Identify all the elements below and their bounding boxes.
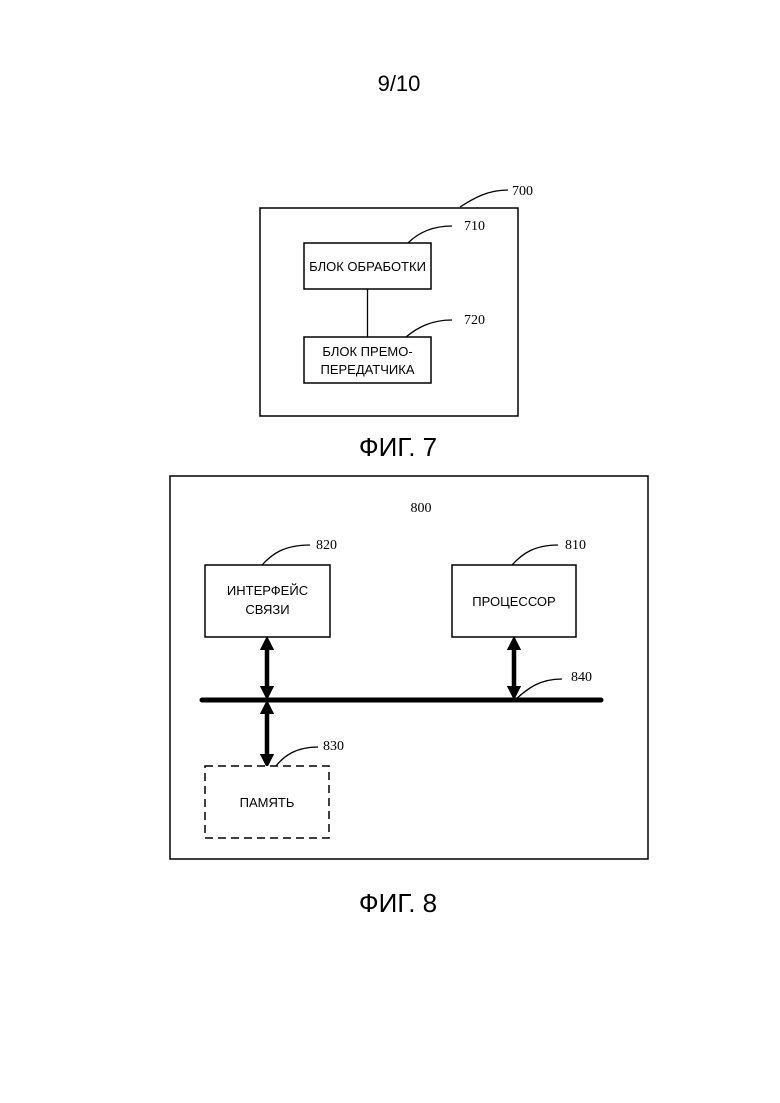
figure-7: 700 БЛОК ОБРАБОТКИ 710 БЛОК ПРЕМО- ПЕРЕД… [260, 184, 533, 462]
figure-8-caption: ФИГ. 8 [359, 888, 437, 918]
comm-interface-label-line1: ИНТЕРФЕЙС [227, 583, 308, 598]
processing-unit-ref: 710 [464, 219, 485, 234]
figure-8: 800 ИНТЕРФЕЙС СВЯЗИ 820 ПРОЦЕССОР 810 84… [170, 476, 648, 918]
processor-ref: 810 [565, 538, 586, 553]
device-700-box [260, 208, 518, 416]
device-800-ref: 800 [411, 501, 432, 516]
bus-ref: 840 [571, 670, 592, 685]
transceiver-unit-ref: 720 [464, 313, 485, 328]
sheet-number: 9/10 [378, 71, 421, 96]
device-700-ref: 700 [512, 184, 533, 199]
comm-interface-box [205, 565, 330, 637]
processor-label: ПРОЦЕССОР [472, 594, 555, 609]
comm-interface-label-line2: СВЯЗИ [245, 602, 289, 617]
device-700-leader [460, 190, 508, 207]
memory-ref: 830 [323, 739, 344, 754]
transceiver-unit-label-line1: БЛОК ПРЕМО- [322, 344, 412, 359]
transceiver-unit-label-line2: ПЕРЕДАТЧИКА [320, 362, 414, 377]
comm-interface-ref: 820 [316, 538, 337, 553]
processing-unit-label: БЛОК ОБРАБОТКИ [309, 259, 426, 274]
memory-label: ПАМЯТЬ [240, 795, 295, 810]
figure-7-caption: ФИГ. 7 [359, 432, 437, 462]
